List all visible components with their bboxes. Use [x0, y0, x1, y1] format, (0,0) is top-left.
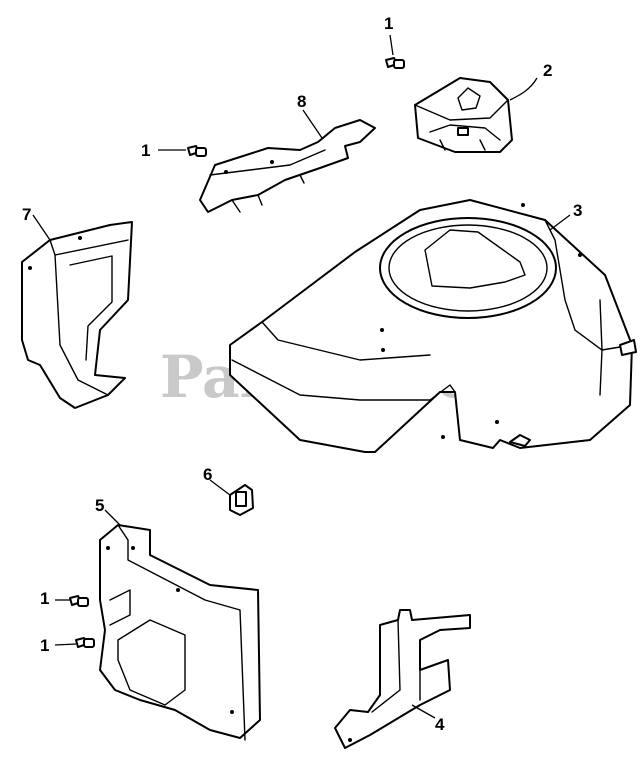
bolt-lower-1 — [69, 595, 89, 607]
callout-part-6: 6 — [203, 465, 212, 484]
bracket-part-4 — [334, 609, 471, 749]
bolt-bracket — [187, 145, 207, 157]
cover-part-2 — [414, 77, 513, 153]
leader-lines — [32, 34, 571, 719]
callout-bolt-top: 1 — [384, 14, 393, 33]
bracket-part-8 — [199, 119, 376, 213]
bolt-top — [385, 57, 405, 69]
callout-bolt-bracket: 1 — [141, 141, 150, 160]
callout-part-4: 4 — [435, 715, 445, 734]
callout-part-3: 3 — [573, 201, 582, 220]
callout-part-2: 2 — [543, 61, 552, 80]
bolt-lower-2 — [75, 637, 95, 648]
side-shield-part-7 — [21, 221, 133, 409]
blower-housing — [229, 199, 637, 453]
grommet-part-6 — [229, 484, 254, 516]
callout-bolt-lower-1: 1 — [40, 589, 49, 608]
callout-part-8: 8 — [297, 92, 306, 111]
callout-bolt-lower-2: 1 — [40, 636, 49, 655]
callout-part-7: 7 — [22, 205, 31, 224]
callout-part-5: 5 — [95, 496, 104, 515]
lower-shroud-part-5 — [99, 524, 261, 741]
